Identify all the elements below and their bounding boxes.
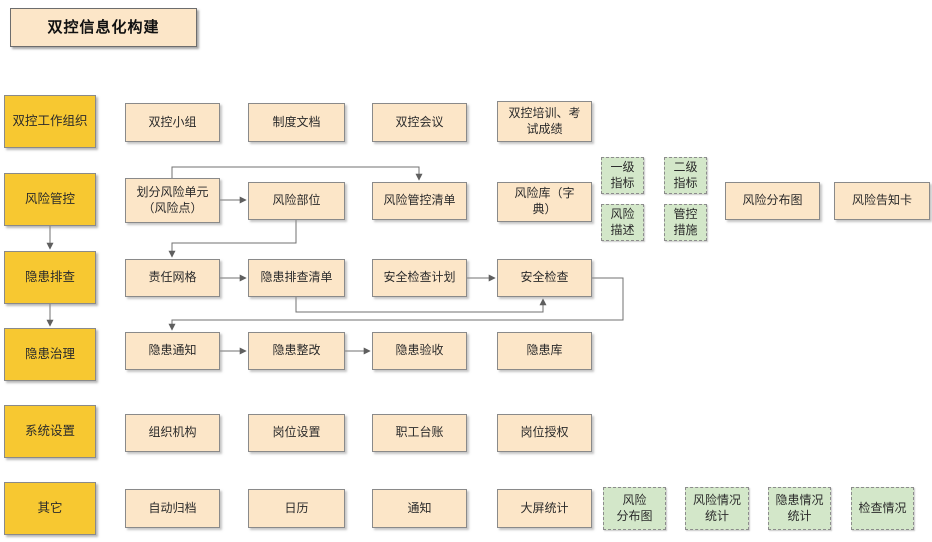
node-dashboard-statistics: 大屏统计 xyxy=(497,489,592,528)
node-hazard-notice: 隐患通知 xyxy=(125,332,220,370)
tag-hazard-statistics: 隐患情况 统计 xyxy=(768,487,831,530)
tag-inspection-status: 检查情况 xyxy=(851,487,914,530)
node-auto-archive: 自动归档 xyxy=(125,489,220,528)
category-hazard-treatment: 隐患治理 xyxy=(4,328,96,381)
node-organization: 组织机构 xyxy=(125,414,220,452)
node-dual-control-meeting: 双控会议 xyxy=(372,103,467,142)
arrow-hazardlist-to-inspection xyxy=(295,297,547,313)
node-hazard-library: 隐患库 xyxy=(497,332,592,370)
node-position-settings: 岗位设置 xyxy=(248,414,345,452)
tag-risk-description: 风险 描述 xyxy=(601,204,644,241)
tag-control-measures: 管控 措施 xyxy=(664,204,707,241)
node-risk-distribution-map: 风险分布图 xyxy=(725,182,820,220)
node-risk-notification-card: 风险告知卡 xyxy=(834,182,930,220)
node-risk-unit-division: 划分风险单元 （风险点） xyxy=(125,178,220,223)
node-risk-location: 风险部位 xyxy=(248,182,345,220)
tag-risk-distribution: 风险 分布图 xyxy=(603,487,666,530)
diagram-title: 双控信息化构建 xyxy=(10,8,197,47)
category-risk-control: 风险管控 xyxy=(4,173,96,226)
node-responsibility-grid: 责任网格 xyxy=(125,259,220,297)
node-risk-library: 风险库（字 典） xyxy=(497,182,592,222)
node-staff-ledger: 职工台账 xyxy=(372,414,467,452)
node-hazard-acceptance: 隐患验收 xyxy=(372,332,467,370)
node-notification: 通知 xyxy=(372,489,467,528)
node-system-documents: 制度文档 xyxy=(248,103,345,142)
category-hazard-inspection: 隐患排查 xyxy=(4,251,96,304)
node-position-authorization: 岗位授权 xyxy=(497,414,592,452)
node-risk-control-list: 风险管控清单 xyxy=(372,182,467,220)
tag-level1-indicator: 一级 指标 xyxy=(601,157,644,194)
node-hazard-rectification: 隐患整改 xyxy=(248,332,345,370)
node-dual-control-team: 双控小组 xyxy=(125,103,220,142)
category-dual-control-org: 双控工作组织 xyxy=(4,95,96,148)
category-system-settings: 系统设置 xyxy=(4,405,96,458)
category-other: 其它 xyxy=(4,482,96,535)
tag-level2-indicator: 二级 指标 xyxy=(664,157,707,194)
tag-risk-statistics: 风险情况 统计 xyxy=(685,487,749,530)
node-safety-inspection: 安全检查 xyxy=(497,259,592,297)
node-training-exam-scores: 双控培训、考 试成绩 xyxy=(497,101,592,142)
node-hazard-inspection-list: 隐患排查清单 xyxy=(248,259,345,297)
node-calendar: 日历 xyxy=(248,489,345,528)
node-safety-inspection-plan: 安全检查计划 xyxy=(372,259,467,297)
arrow-risklocation-to-grid xyxy=(168,220,297,258)
